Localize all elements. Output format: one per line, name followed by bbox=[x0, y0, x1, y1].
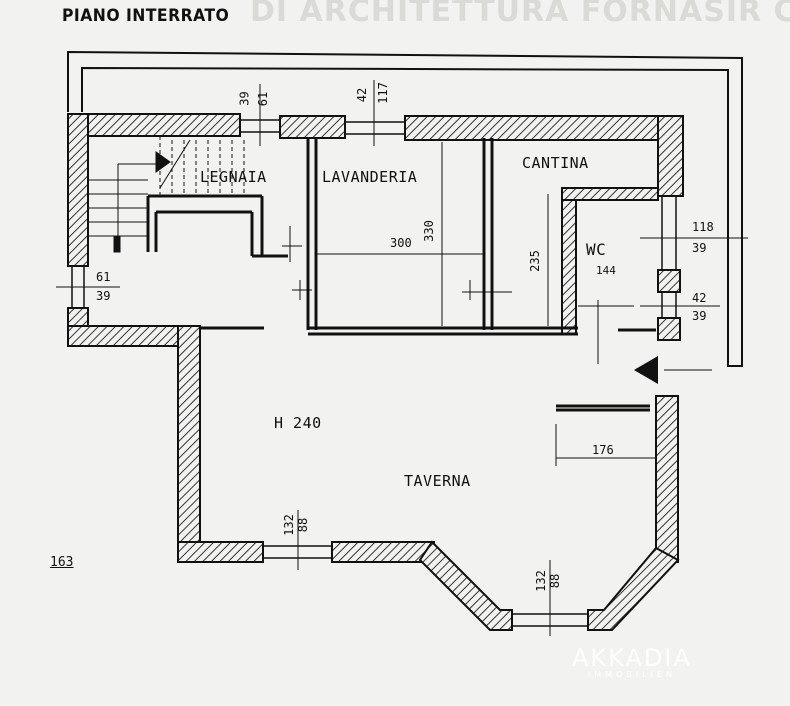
dim-window-top-left-b: 61 bbox=[256, 91, 271, 107]
page-number: 163 bbox=[50, 555, 74, 570]
entrance-arrow bbox=[634, 356, 658, 384]
faded-header-text: DI ARCHITETTURA FORNASIR CA bbox=[250, 0, 790, 29]
interior-walls bbox=[146, 138, 656, 412]
dim-window-right-top-a: 118 bbox=[692, 220, 714, 234]
dim-lavanderia-width: 300 bbox=[390, 236, 412, 250]
akkadia-logo: AKKADIA IMMOBILIEN bbox=[572, 644, 692, 679]
dim-lavanderia-depth: 330 bbox=[421, 220, 436, 242]
dim-window-left-top: 61 bbox=[96, 270, 111, 284]
room-label-cantina: CANTINA bbox=[522, 154, 589, 172]
dim-window-top-mid-b: 42 bbox=[355, 87, 370, 103]
dimension-lines bbox=[56, 80, 748, 636]
dim-cantina-depth: 235 bbox=[527, 250, 542, 272]
stairs bbox=[88, 136, 245, 253]
logo-brand: AKKADIA bbox=[572, 644, 692, 672]
logo-sub: IMMOBILIEN bbox=[587, 670, 677, 679]
room-label-lavanderia: LAVANDERIA bbox=[322, 168, 418, 186]
ceiling-height-label: H 240 bbox=[274, 414, 322, 432]
dim-window-bottom-left-a: 132 bbox=[281, 514, 296, 536]
dim-window-top-left: 39 bbox=[237, 91, 252, 106]
dim-window-right-bottom-a: 42 bbox=[692, 291, 707, 305]
retaining-wall bbox=[67, 50, 743, 367]
dim-window-bottom-right-a: 132 bbox=[533, 570, 548, 592]
bay-walls bbox=[418, 540, 680, 631]
dim-wc-width: 144 bbox=[596, 264, 616, 277]
dim-window-top-mid: 117 bbox=[375, 82, 390, 104]
exterior-walls bbox=[67, 113, 684, 563]
room-label-wc: WC bbox=[586, 240, 607, 259]
dim-window-bottom-left-b: 88 bbox=[296, 517, 311, 533]
dim-taverna-width: 176 bbox=[592, 443, 614, 457]
dim-window-right-top-b: 39 bbox=[692, 241, 707, 255]
room-label-taverna: TAVERNA bbox=[404, 472, 471, 490]
dim-window-bottom-right-b: 88 bbox=[548, 573, 563, 589]
dim-window-right-bottom-b: 39 bbox=[692, 309, 707, 323]
floor-title: PIANO INTERRATO bbox=[62, 6, 230, 26]
dim-window-left-bottom: 39 bbox=[96, 289, 111, 303]
room-label-legnaia: LEGNAIA bbox=[200, 168, 267, 186]
